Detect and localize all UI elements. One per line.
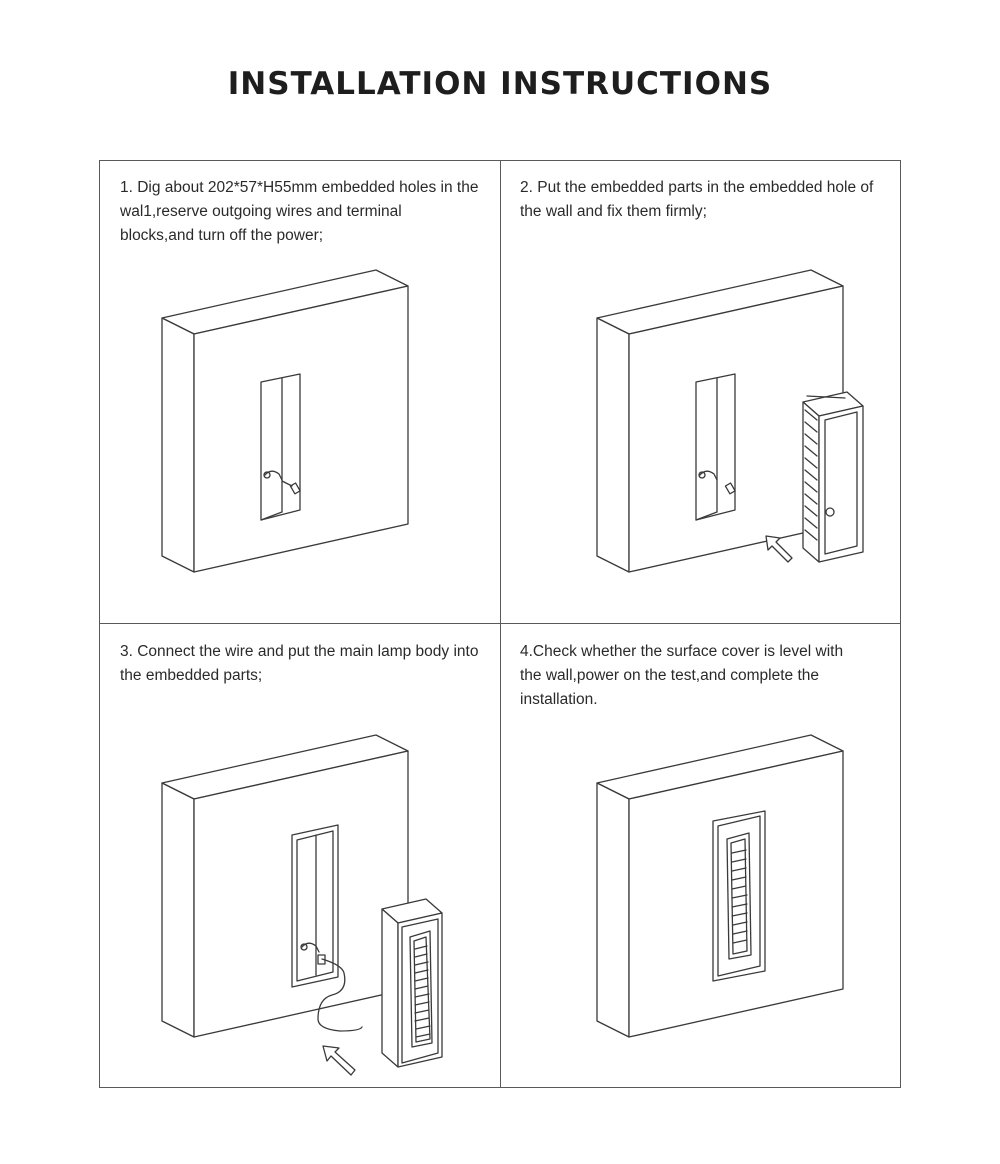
installed-lamp-icon (596, 734, 844, 1038)
grid-divider-vertical (500, 160, 501, 1088)
page-title: INSTALLATION INSTRUCTIONS (227, 66, 773, 102)
grid-divider-horizontal (99, 623, 901, 624)
step-3-text: 3. Connect the wire and put the main lam… (120, 643, 479, 684)
step-2-text: 2. Put the embedded parts in the embedde… (520, 179, 874, 220)
step-4-text: 4.Check whether the surface cover is lev… (520, 643, 844, 708)
step-1-text: 1. Dig about 202*57*H55mm embedded holes… (120, 179, 479, 244)
lamp-body-icon (161, 734, 443, 1068)
wall-hole-icon (161, 269, 409, 573)
embedded-box-icon (596, 269, 864, 573)
arrow-icon (322, 1045, 356, 1076)
arrow-icon (765, 535, 793, 563)
